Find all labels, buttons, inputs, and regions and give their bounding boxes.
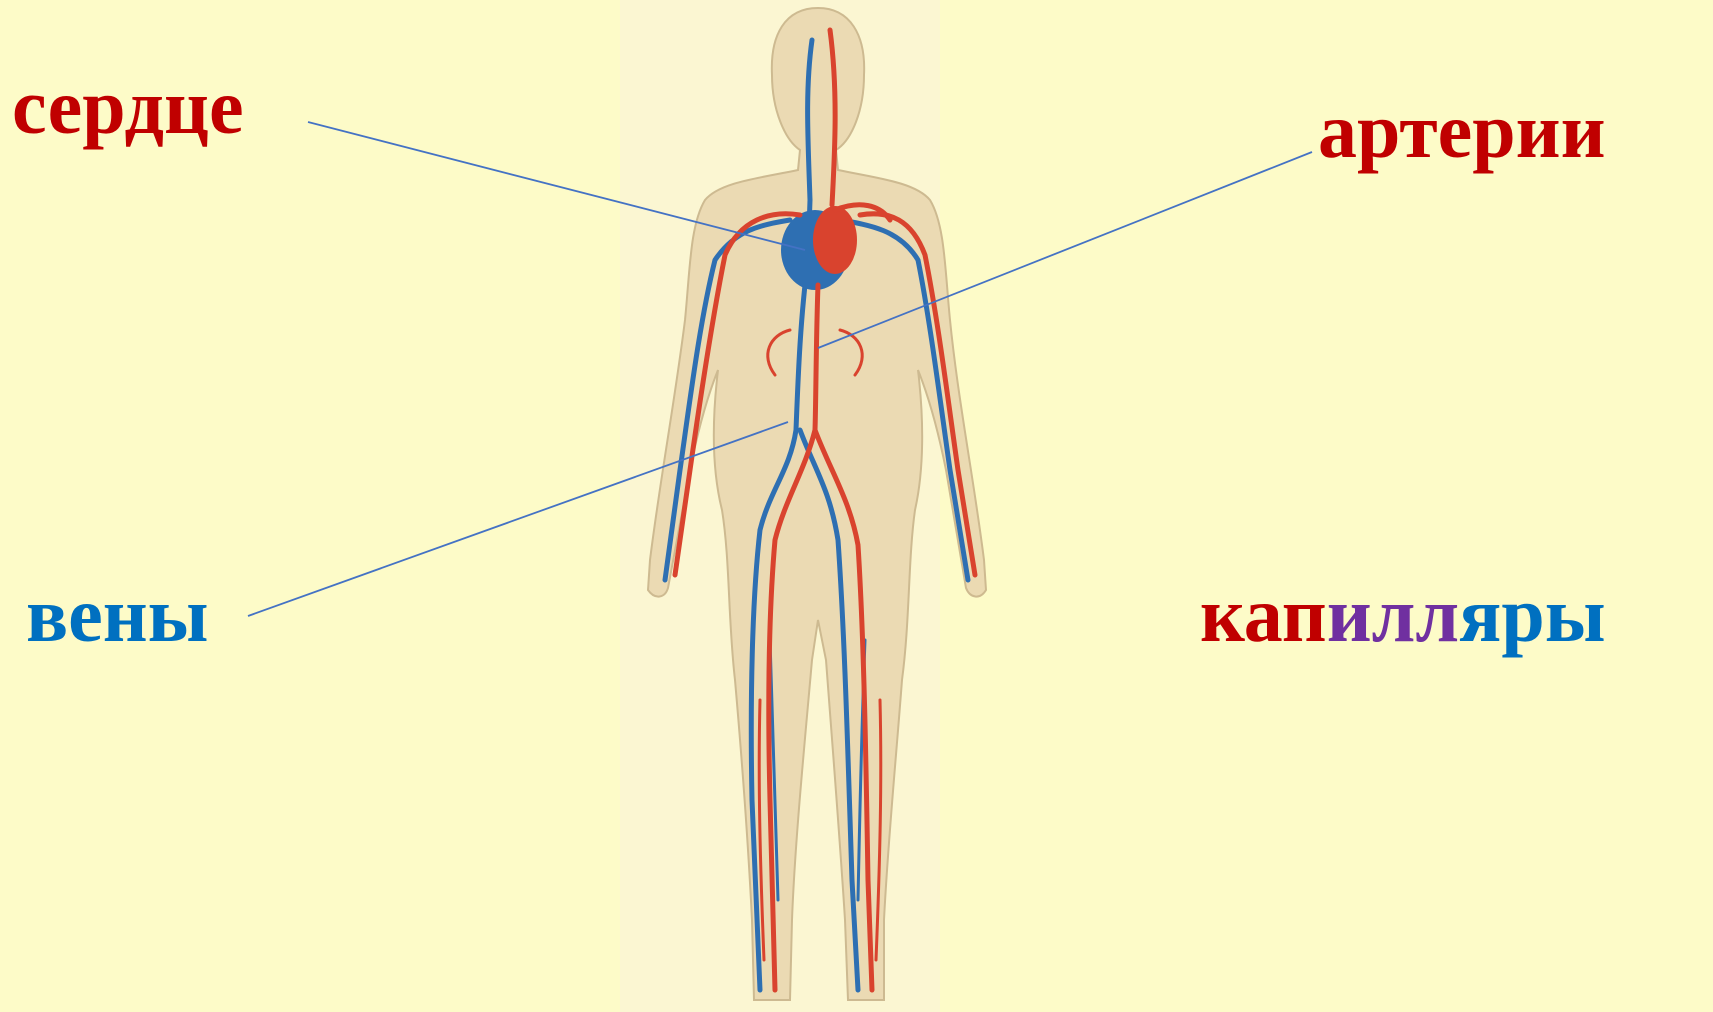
label-heart: сердце [12,68,244,146]
label-capillaries-part-2: илл [1327,571,1459,658]
label-capillaries-part-1: кап [1200,571,1327,658]
label-veins: вены [26,576,209,654]
label-arteries: артерии [1318,92,1606,170]
label-capillaries: капилляры [1200,576,1606,654]
label-capillaries-part-3: яры [1459,571,1605,658]
